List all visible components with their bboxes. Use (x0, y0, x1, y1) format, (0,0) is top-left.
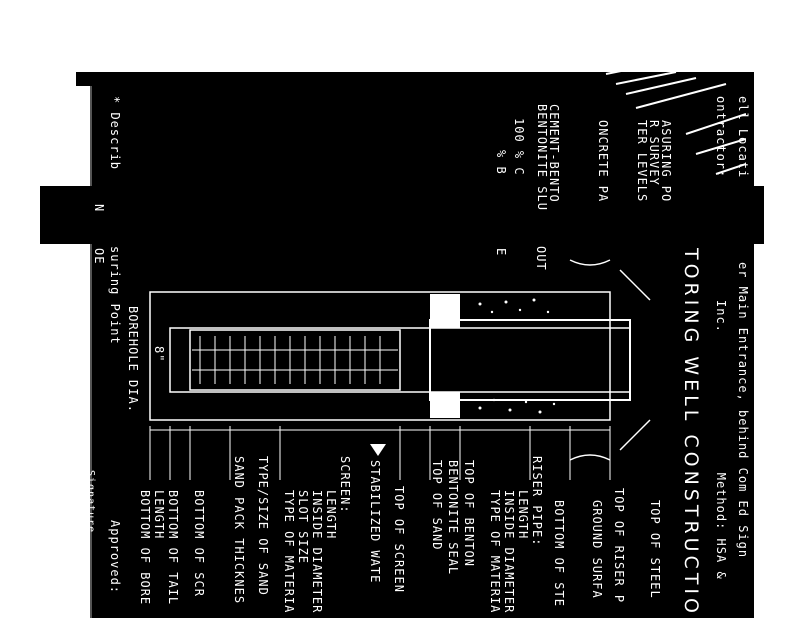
label-screen-material: TYPE OF MATERIA (282, 490, 296, 614)
label-bentonite-seal: BENTONITE SEAL (446, 460, 460, 576)
label-riser-length: LENGTH (516, 490, 530, 540)
page-title: TORING WELL CONSTRUCTION (680, 248, 702, 635)
label-top-of-bentonite: TOP OF BENTON (462, 460, 476, 567)
method-label: Method: (714, 472, 728, 531)
label-ground-surface: GROUND SURFA (590, 500, 604, 599)
water-level-icon (370, 444, 386, 456)
site-value: Pow (756, 591, 770, 616)
project-value-line: 3-60 Client: Commonwealth Edison Site: P… (756, 262, 770, 616)
well-location-value: er Main Entrance, behind Com Ed Sign (736, 262, 750, 559)
label-bottom-of-tail: BOTTOM OF TAIL (166, 490, 180, 606)
approved-label: Approved: (108, 520, 122, 595)
percent-bentonite: % B (494, 150, 508, 175)
percent-cement: 100 % C (512, 118, 526, 176)
signature-label: Signature (85, 470, 96, 534)
method-value: HSA & (714, 538, 728, 580)
client-label: Client: (756, 311, 770, 369)
label-screen-inside-diameter: INSIDE DIAMETER (310, 490, 324, 614)
well-location-value-line: er Main Entrance, behind Com Ed Sign (736, 262, 750, 558)
label-bottom-of-borehole: BOTTOM OF BORE (138, 490, 152, 606)
label-screen: SCREEN: (338, 456, 352, 514)
label-top-of-screen: TOP OF SCREEN (392, 486, 406, 593)
measuring-point-note: ASURING PO R SURVEY TER LEVELS (635, 120, 673, 203)
label-riser-pipe: RISER PIPE: (530, 456, 544, 547)
project-value: 3-60 (756, 262, 770, 295)
label-bottom-of-steel: BOTTOM OF STE (552, 500, 566, 607)
describe-note: * Describ (108, 96, 122, 171)
concrete-pad-note: ONCRETE PA (596, 120, 610, 203)
scan-noise (605, 64, 746, 175)
document-sheet (76, 72, 686, 618)
label-stabilized-water: STABILIZED WATE (368, 460, 382, 584)
site-label: Site: (756, 541, 770, 583)
note-line: ASURING PO (659, 120, 673, 203)
label-top-of-steel: TOP OF STEEL (648, 500, 662, 599)
cement-note: CEMENT-BENTO BENTONITE SLU (535, 104, 561, 211)
contractor-line: ontractor: (714, 96, 728, 178)
contractor-value-line: Inc. Method: HSA & (714, 300, 728, 580)
label-tail-length: LENGTH (152, 490, 166, 540)
well-location-line: ell Locati (736, 96, 750, 178)
note-line: BENTONITE SLU (535, 104, 549, 211)
note-line: TER LEVELS (635, 120, 649, 203)
label-slot-size: SLOT SIZE (296, 490, 310, 565)
well-diagram (149, 259, 651, 480)
label-riser-inside-diameter: INSIDE DIAMETER (502, 490, 516, 614)
note-line: CEMENT-BENTO (547, 104, 561, 203)
label-top-of-riser: TOP OF RISER P (612, 488, 626, 604)
percent-sign: % C (512, 150, 526, 176)
describe-note-3: OE (92, 248, 106, 265)
label-screen-length: LENGTH (324, 490, 338, 540)
label-top-of-sand: TOP OF SAND (430, 460, 444, 551)
contractor-label: ontractor: (714, 96, 728, 179)
well-location-label: ell Locati (736, 96, 750, 179)
page-edge (76, 86, 92, 618)
contractor-value: Inc. (714, 300, 728, 333)
surveying-point-label: suring Point (108, 246, 122, 345)
project-label: roject No (756, 96, 770, 171)
client-value: Commonwealth Edison (756, 377, 770, 534)
label-bottom-of-screen: BOTTOM OF SCR (192, 490, 206, 597)
title-strip (686, 72, 754, 618)
label-riser-material: TYPE OF MATERIA (488, 490, 502, 614)
percent-value: 100 (512, 118, 526, 143)
describe-note-2: N (92, 204, 106, 213)
project-line: roject No (756, 96, 770, 170)
redaction-bar (40, 186, 764, 244)
label-sand-type: TYPE/SIZE OF SAND (256, 456, 270, 596)
label-sand-pack-thickness: SAND PACK THICKNES (232, 456, 246, 605)
scanned-document: roject No 3-60 Client: Commonwealth Edis… (40, 64, 770, 618)
